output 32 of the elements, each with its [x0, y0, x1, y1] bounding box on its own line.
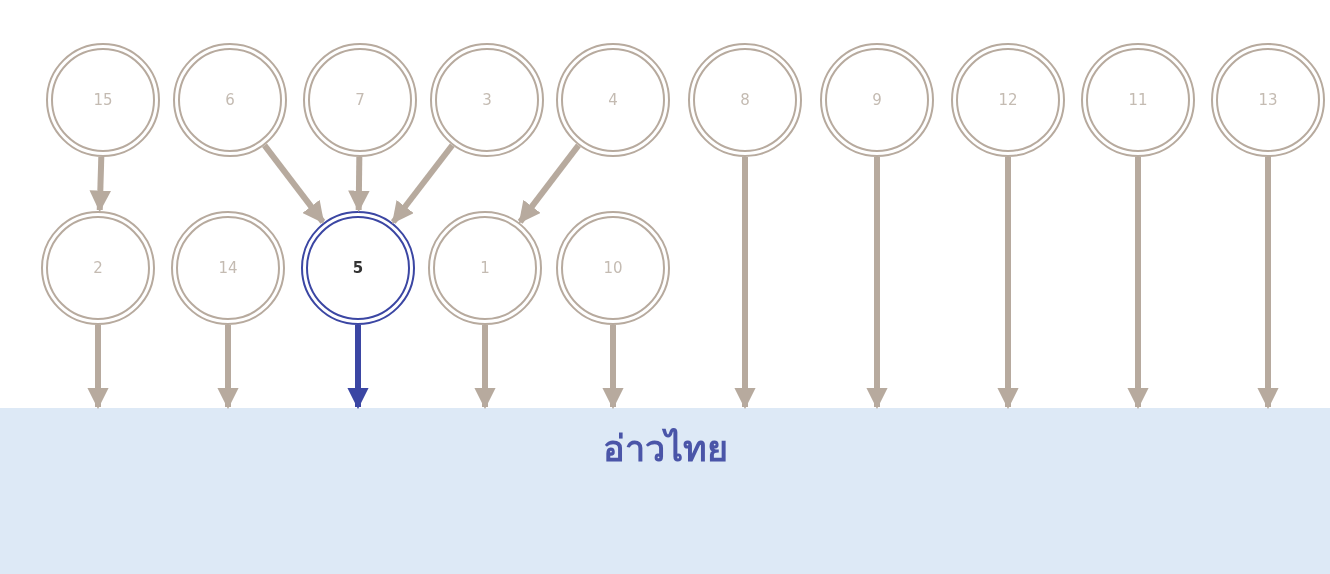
arrow [348, 156, 370, 213]
arrow [390, 143, 455, 224]
circle-number: 13 [1258, 91, 1278, 109]
circle-number: 15 [93, 91, 113, 109]
circle-number: 12 [998, 91, 1018, 109]
circle-number: 1 [480, 259, 490, 277]
arrow [997, 157, 1019, 410]
sea-band [0, 408, 1330, 574]
arrow [89, 156, 112, 213]
sea-name: อ่าวไทย [602, 427, 728, 471]
circle-number: 5 [352, 259, 364, 277]
circle-number: 8 [740, 91, 750, 109]
arrow [517, 143, 581, 224]
arrow [87, 325, 109, 410]
circle-number: 14 [218, 259, 238, 277]
arrow [262, 143, 326, 224]
arrow [1127, 157, 1149, 410]
circle-number: 2 [93, 259, 103, 277]
circle-number: 9 [872, 91, 882, 109]
arrow [474, 325, 496, 410]
arrow [1257, 157, 1279, 410]
arrow [866, 157, 888, 410]
circle-number: 6 [225, 91, 235, 109]
arrow [347, 325, 369, 410]
circle-number: 10 [603, 259, 623, 277]
circle-number: 4 [608, 91, 618, 109]
arrow [217, 325, 239, 410]
arrow [734, 157, 756, 410]
circle-number: 11 [1128, 91, 1148, 109]
circle-number: 3 [482, 91, 492, 109]
arrow [602, 325, 624, 410]
circle-number: 7 [355, 91, 365, 109]
